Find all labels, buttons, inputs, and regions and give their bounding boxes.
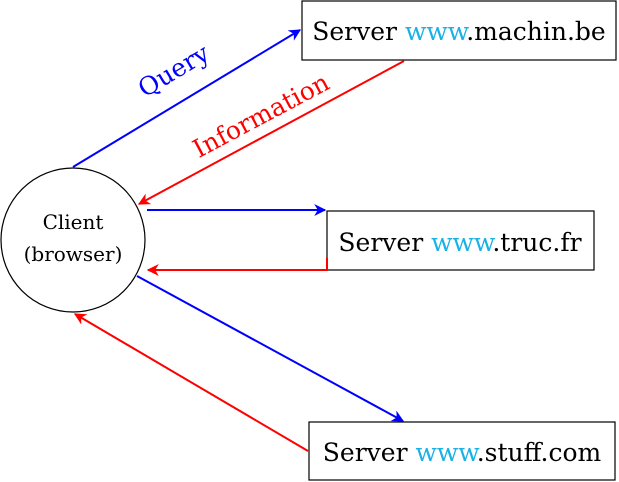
server-node-truc: Server www.truc.fr xyxy=(326,210,595,271)
server-box-stuff xyxy=(308,421,616,481)
server-node-machin: Server www.machin.be xyxy=(301,0,617,61)
www-text: www xyxy=(431,228,496,257)
information-label: Information xyxy=(188,67,334,163)
query-arrow-stuff xyxy=(136,275,405,422)
query-label: Query xyxy=(133,38,215,103)
query-arrow-machin xyxy=(72,29,302,168)
www-text: www xyxy=(415,438,480,467)
server-box-machin xyxy=(301,0,617,61)
server-box-truc xyxy=(326,210,595,271)
client-node: Client (browser) xyxy=(0,167,146,313)
server-node-stuff: Server www.stuff.com xyxy=(308,421,616,481)
information-arrow-truc xyxy=(146,258,328,276)
information-arrow-stuff xyxy=(73,313,309,452)
www-text: www xyxy=(405,17,470,46)
client-label-line2: (browser) xyxy=(24,242,123,266)
client-label-line1: Client xyxy=(43,210,104,234)
client-circle xyxy=(0,167,146,313)
server-label-stuff: Server www.stuff.com xyxy=(323,438,602,467)
information-arrow-machin xyxy=(137,60,405,205)
server-label-machin: Server www.machin.be xyxy=(312,17,605,46)
server-label-truc: Server www.truc.fr xyxy=(338,228,581,257)
